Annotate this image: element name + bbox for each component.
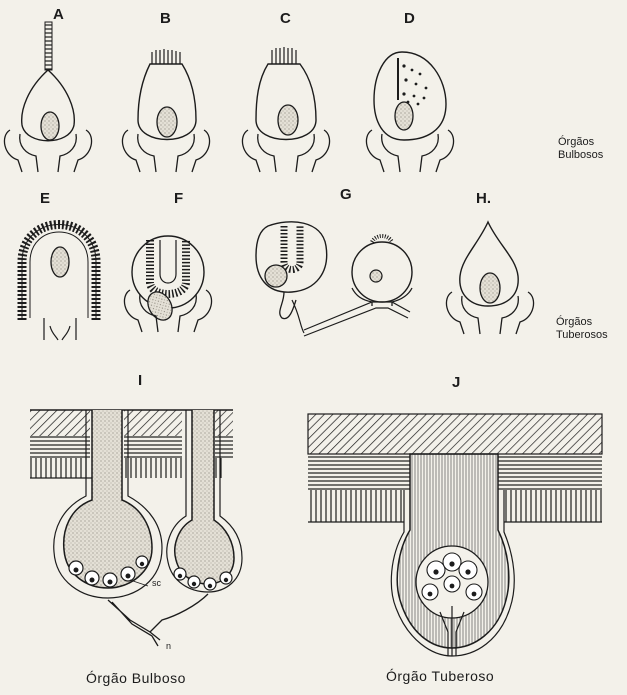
panel-label-D: D [404, 10, 415, 27]
annotation-sc: sc [152, 577, 161, 590]
group-label-tuberosos: Órgãos Tuberosos [556, 316, 608, 342]
organ-B [122, 49, 209, 172]
panel-label-E: E [40, 190, 50, 207]
group-label-tuberosos-line1: Órgãos [556, 316, 608, 329]
panel-label-B: B [160, 10, 171, 27]
group-label-tuberosos-line2: Tuberosos [556, 329, 608, 342]
group-label-bulbosos-line2: Bulbosos [558, 149, 603, 162]
diagram-J-tuberous-organ [308, 414, 602, 656]
organ-G [256, 222, 412, 336]
organ-H [446, 222, 533, 334]
panel-label-I: I [138, 372, 142, 389]
organ-C [242, 47, 329, 172]
organ-A [4, 22, 91, 172]
organ-F [124, 236, 211, 332]
group-label-bulbosos: Órgãos Bulbosos [558, 136, 603, 162]
organ-E [22, 225, 96, 341]
diagram-I-bulbous-organ [30, 410, 242, 646]
annotation-n: n [166, 640, 171, 653]
panel-label-F: F [174, 190, 183, 207]
group-label-bulbosos-line1: Órgãos [558, 136, 603, 149]
caption-tuberous-organ: Órgão Tuberoso [386, 668, 494, 684]
caption-bulbous-organ: Órgão Bulboso [86, 670, 186, 686]
panel-label-A: A [53, 6, 64, 23]
organ-D [366, 52, 453, 172]
panel-label-J: J [452, 374, 460, 391]
panel-label-C: C [280, 10, 291, 27]
panel-label-H: H. [476, 190, 491, 207]
panel-label-G: G [340, 186, 352, 203]
